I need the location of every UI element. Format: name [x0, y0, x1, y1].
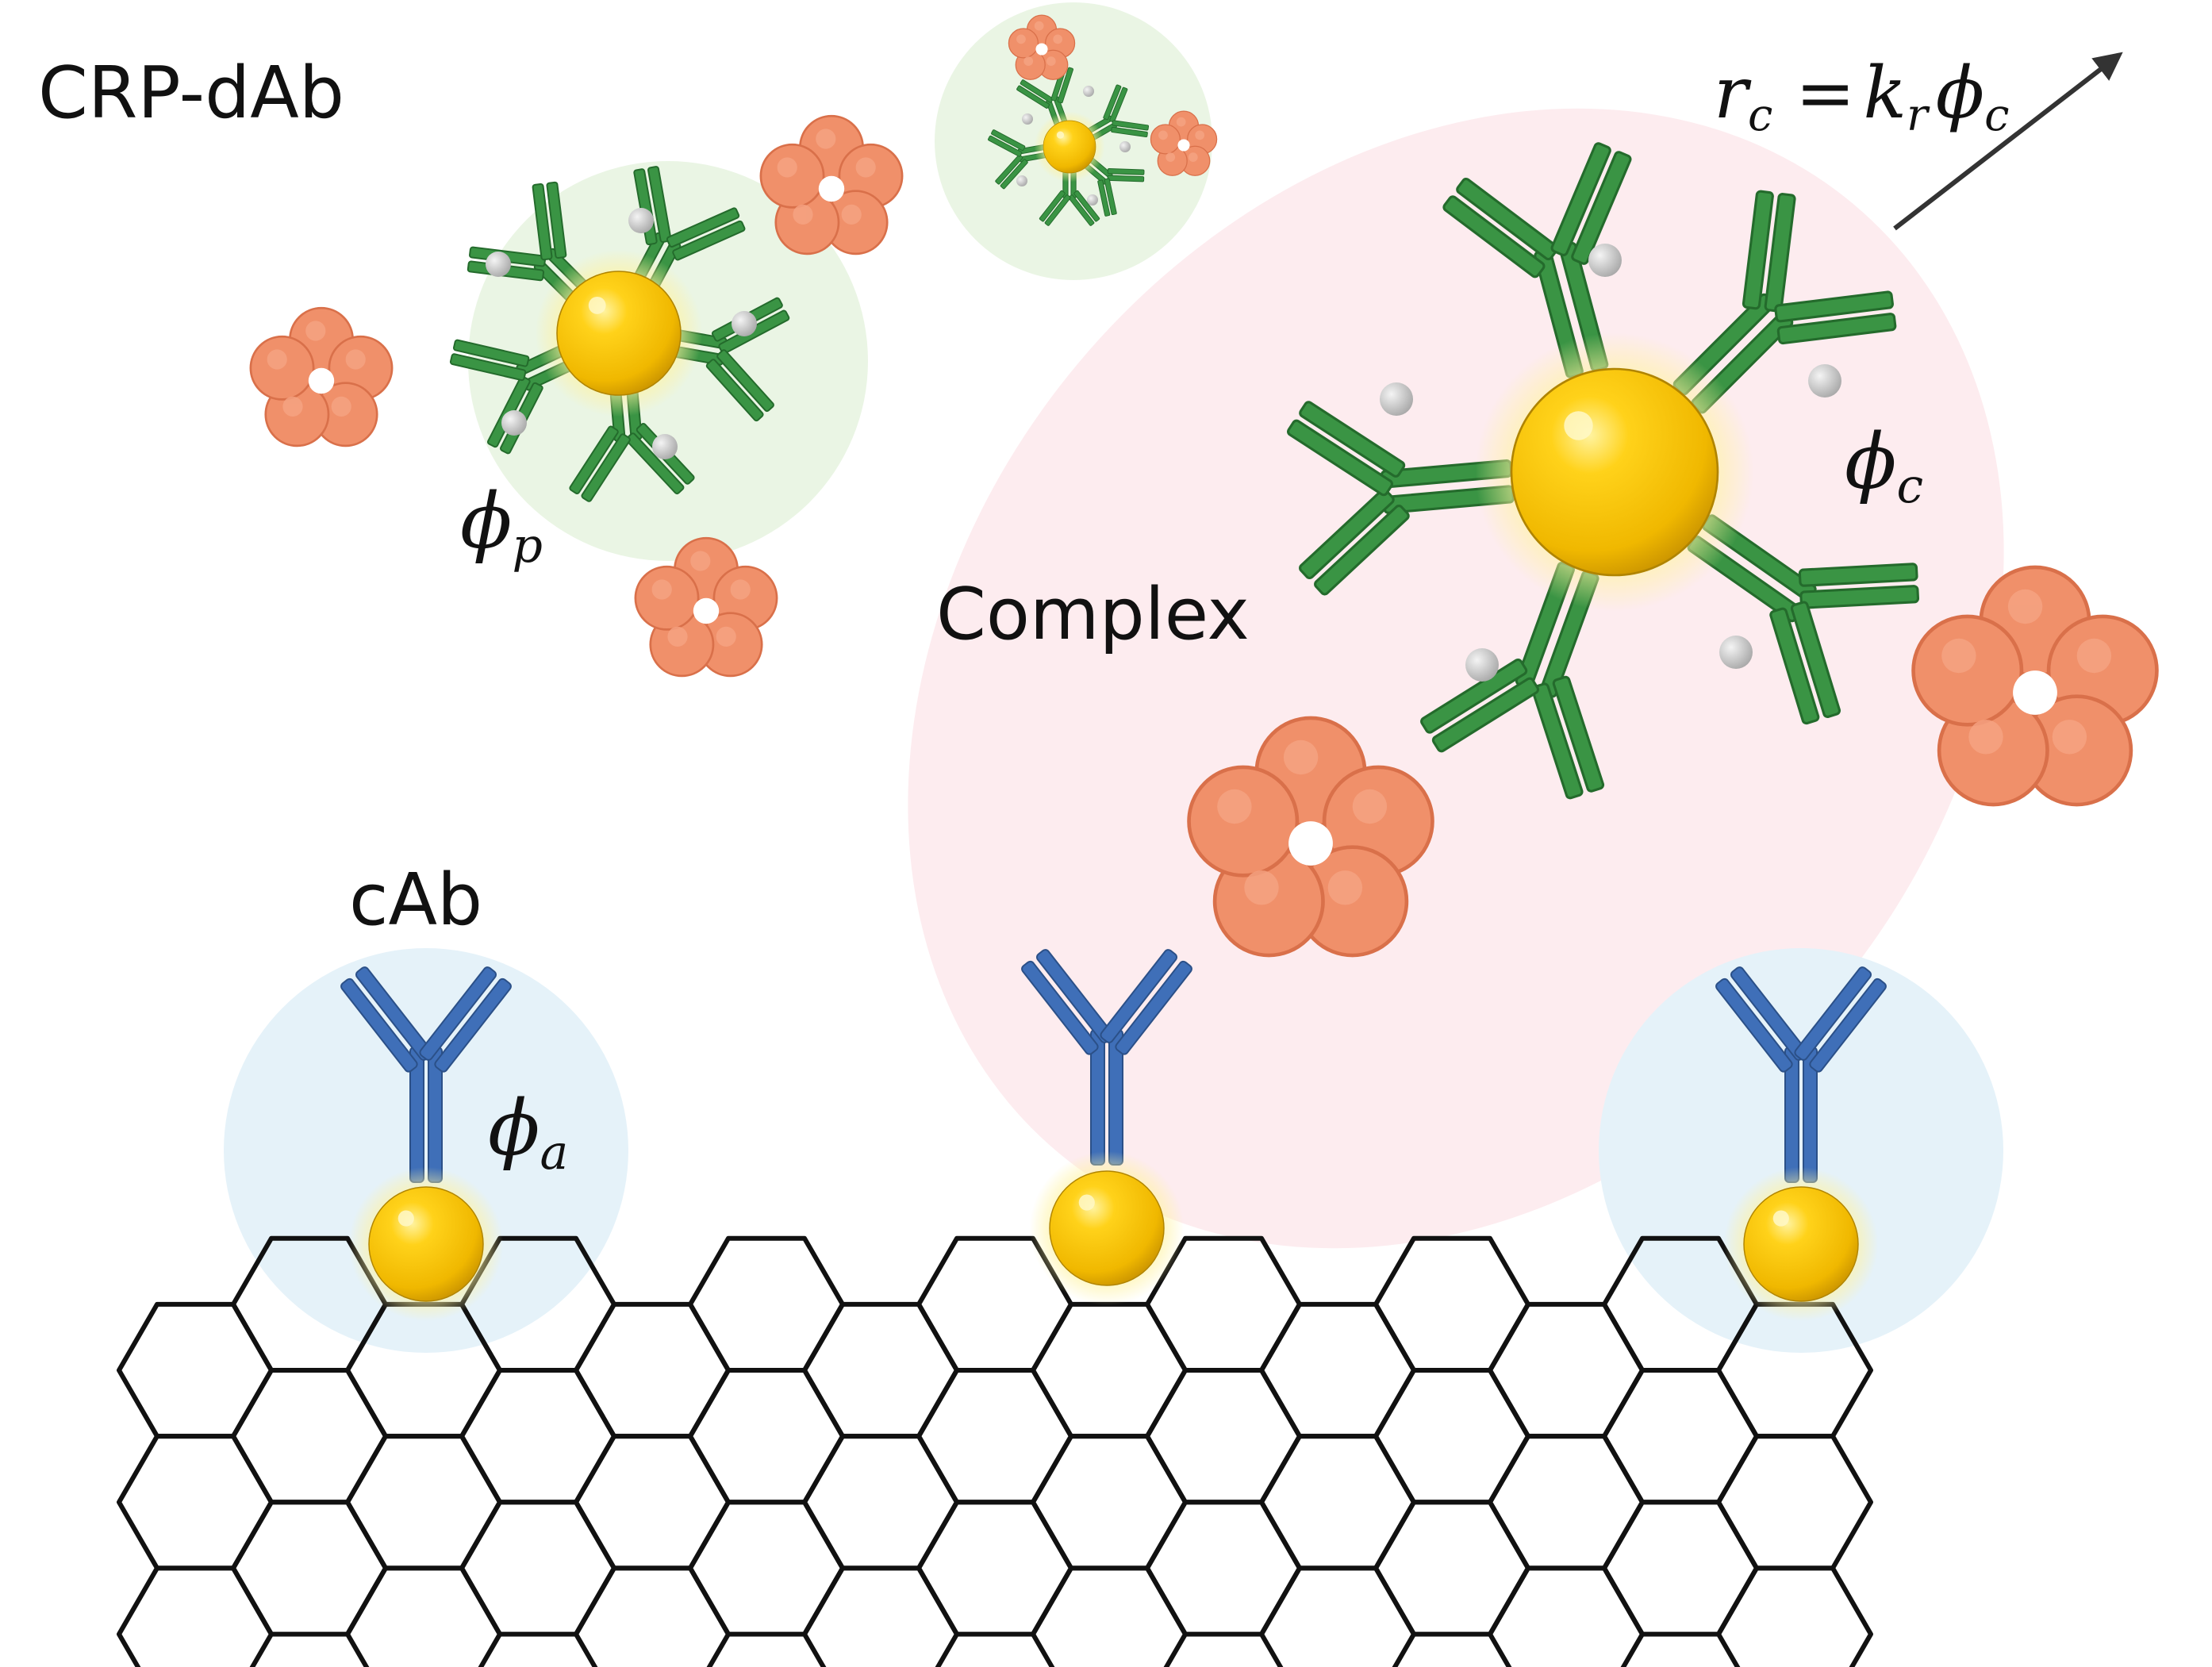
graphene-hexagon — [688, 1368, 845, 1505]
graphene-hexagon — [345, 1565, 502, 1667]
graphene-hexagon — [574, 1434, 731, 1571]
graphene-hexagon — [1602, 1500, 1759, 1637]
phi-c-label: ϕc — [1845, 417, 1923, 514]
graphene-hexagon — [574, 1565, 731, 1667]
direction-arrow — [1893, 52, 2123, 231]
cab-region-left — [224, 948, 628, 1353]
graphene-hexagon — [1716, 1434, 1873, 1571]
crp-dab-label: CRP-dAb — [38, 52, 344, 135]
graphene-hexagon — [345, 1434, 502, 1571]
graphene-lattice — [117, 1235, 1873, 1667]
graphene-hexagon — [459, 1368, 616, 1505]
graphene-hexagon — [1602, 1368, 1759, 1505]
graphene-hexagon — [117, 1565, 274, 1667]
complex-label: Complex — [936, 573, 1250, 656]
graphene-hexagon — [1716, 1565, 1873, 1667]
crp-protein — [759, 114, 904, 255]
graphene-hexagon — [1031, 1301, 1188, 1439]
graphene-hexagon — [459, 1500, 616, 1637]
graphene-hexagon — [1488, 1301, 1645, 1439]
graphene-hexagon — [1488, 1434, 1645, 1571]
cab-label: cAb — [349, 858, 482, 942]
graphene-hexagon — [1031, 1434, 1188, 1571]
cab-region-right — [1599, 948, 2003, 1353]
graphene-hexagon — [117, 1434, 274, 1571]
graphene-hexagon — [688, 1500, 845, 1637]
graphene-hexagon — [1259, 1434, 1416, 1571]
graphene-hexagon — [231, 1500, 388, 1637]
graphene-hexagon — [574, 1301, 731, 1439]
graphene-hexagon — [1259, 1565, 1416, 1667]
crp-protein — [249, 306, 394, 447]
graphene-hexagon — [1259, 1301, 1416, 1439]
graphene-hexagon — [1373, 1235, 1530, 1373]
graphene-hexagon — [802, 1565, 959, 1667]
graphene-hexagon — [916, 1368, 1073, 1505]
phi-p-label: ϕp — [460, 477, 543, 574]
graphene-hexagon — [1031, 1565, 1188, 1667]
graphene-hexagon — [1488, 1565, 1645, 1667]
graphene-hexagon — [916, 1500, 1073, 1637]
graphene-hexagon — [1145, 1500, 1302, 1637]
graphene-hexagon — [1145, 1368, 1302, 1505]
graphene-hexagon — [231, 1368, 388, 1505]
graphene-hexagon — [688, 1235, 845, 1373]
graphene-hexagon — [1373, 1500, 1530, 1637]
graphene-hexagon — [802, 1434, 959, 1571]
graphene-hexagon — [1373, 1368, 1530, 1505]
phi-a-label: ϕa — [488, 1084, 568, 1181]
graphene-hexagon — [802, 1301, 959, 1439]
graphene-hexagon — [117, 1301, 274, 1439]
